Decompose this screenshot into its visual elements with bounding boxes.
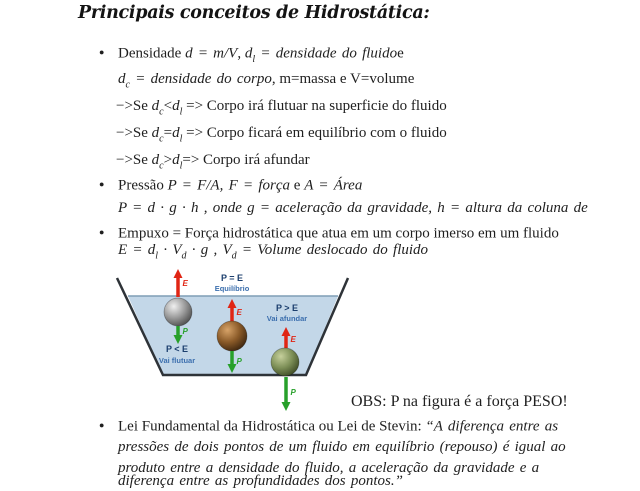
text-segment: c (159, 133, 164, 145)
text-line-pressao-formula: P = d · g · h , onde g = aceleração da g… (118, 198, 588, 218)
text-segment: d (244, 45, 253, 62)
weight-arrowhead-middle (227, 364, 237, 373)
brown-sphere (216, 320, 248, 352)
text-line-condicao-flutuar: −>Se dc<dl => Corpo irá flutuar na super… (116, 96, 447, 123)
text-line-densidade: ● Densidade d = m/V, dl = densidade do fl… (99, 42, 404, 70)
text-line-condicao-afundar: −>Se dc>dl=> Corpo irá afundar (116, 150, 310, 177)
weight-arrowhead-left (173, 335, 183, 344)
text-segment: = densidade do fluido (255, 45, 398, 62)
text-segment: < (163, 98, 173, 114)
text-segment: d (181, 250, 187, 262)
text-segment: d (172, 98, 180, 114)
weight-force-label-right: P (291, 388, 297, 397)
text-segment: −>Se (116, 125, 152, 141)
equilibrium-condition-label: P = E (221, 273, 243, 283)
text-line-pressao: ● Pressão P = F/A, F = força e A = Área (99, 174, 362, 196)
text-line-lei-stevin-2: pressões de dois pontos de um fluido em … (118, 437, 566, 457)
text-segment: Densidade (118, 45, 186, 62)
text-segment: −>Se (116, 98, 152, 114)
text-segment: e (397, 45, 404, 62)
text-line-lei-stevin-4-clipped: diferença entre as profundidades dos pon… (118, 471, 403, 491)
text-segment: l (179, 106, 183, 118)
text-segment: d (231, 250, 237, 262)
weight-force-label-left: P (183, 327, 189, 336)
buoyancy-arrowhead-right (281, 327, 291, 336)
buoyancy-arrowhead-middle (227, 299, 237, 308)
text-segment: = densidade do corpo (129, 71, 272, 87)
text-segment: , m=massa e V=volume (271, 71, 415, 87)
olive-sphere (270, 347, 300, 377)
text-segment: d = m/V (185, 45, 238, 62)
text-segment: d (151, 98, 160, 114)
text-segment: d (172, 152, 180, 168)
text-line-empuxo: ● Empuxo = Força hidrostática que atua em… (99, 222, 559, 244)
text-segment: d (151, 152, 160, 168)
text-line-empuxo-formula: E = dl · Vd · g , Vd = Volume deslocado … (118, 240, 428, 267)
bullet-marker: ● (99, 420, 105, 430)
text-segment: E = d (118, 242, 156, 258)
text-segment: produto entre a densidade do fluido, a a… (118, 460, 540, 476)
bullet-marker: ● (99, 179, 105, 189)
text-segment: · V (158, 242, 182, 258)
text-line-densidade-corpo: dc = densidade do corpo, m=massa e V=vol… (118, 69, 414, 96)
document-page: { "document": { "title": "Principais con… (78, 3, 588, 489)
text-segment: l (155, 250, 159, 262)
text-segment: P = F/A, F = força (167, 177, 291, 194)
text-segment: l (179, 133, 183, 145)
buoyancy-force-label-middle: E (237, 308, 243, 317)
text-segment: => Corpo irá flutuar na superficie do fl… (182, 98, 447, 114)
container-outline (115, 277, 350, 377)
equilibrium-caption-label: Equilíbrio (215, 284, 250, 293)
text-segment: · g , V (186, 242, 232, 258)
float-condition-label: P < E (166, 344, 188, 354)
buoyancy-figure: E P P < E Vai flutuar P = E Equilíbrio E… (110, 265, 360, 415)
float-caption-label: Vai flutuar (159, 356, 195, 365)
text-segment: , (237, 45, 245, 62)
text-segment: diferença entre as profundidades dos pon… (118, 473, 403, 489)
page-title: Principais conceitos de Hidrostática: (78, 3, 430, 23)
text-segment: Pressão (118, 177, 168, 194)
sink-condition-label: P > E (276, 303, 298, 313)
text-segment: l (179, 160, 183, 172)
text-segment: pressões de dois pontos de um fluido em … (118, 439, 566, 455)
text-segment: Empuxo = Força hidrostática que atua em … (118, 225, 559, 242)
text-segment: “A diferença entre as (425, 418, 559, 435)
gray-sphere (163, 297, 193, 327)
text-segment: P = d · g · h , onde g = aceleração da g… (118, 200, 588, 216)
text-segment: > (163, 152, 173, 168)
text-segment: e (290, 177, 305, 194)
text-line-condicao-equilibrio: −>Se dc=dl => Corpo ficará em equilíbrio… (116, 123, 447, 150)
text-segment: c (125, 79, 130, 91)
text-segment: d (172, 125, 180, 141)
text-line-lei-stevin: ● Lei Fundamental da Hidrostática ou Lei … (99, 415, 558, 437)
text-segment: = Volume deslocado do fluido (236, 242, 429, 258)
text-line-lei-stevin-3: produto entre a densidade do fluido, a a… (118, 458, 539, 478)
buoyancy-force-label-left: E (183, 279, 189, 288)
text-segment: Lei Fundamental da Hidrostática ou Lei d… (118, 418, 426, 435)
weight-arrowhead-right (281, 402, 291, 411)
text-segment: l (252, 54, 256, 65)
text-segment: d (118, 71, 126, 87)
text-segment: d (151, 125, 160, 141)
bullet-marker: ● (99, 47, 105, 57)
text-segment: c (159, 106, 164, 118)
buoyancy-force-label-right: E (291, 335, 297, 344)
text-segment: −>Se (116, 152, 152, 168)
text-segment: c (159, 160, 164, 172)
weight-force-label-middle: P (237, 357, 243, 366)
bullet-marker: ● (99, 227, 105, 237)
text-segment: A = Área (304, 177, 363, 194)
obs-note: OBS: P na figura é a força PESO! (351, 393, 568, 410)
text-segment: = (163, 125, 173, 141)
text-segment: => Corpo irá afundar (182, 152, 310, 168)
text-segment: => Corpo ficará em equilíbrio com o flui… (182, 125, 447, 141)
sink-caption-label: Vai afundar (267, 314, 308, 323)
buoyancy-arrowhead-left (173, 269, 183, 278)
